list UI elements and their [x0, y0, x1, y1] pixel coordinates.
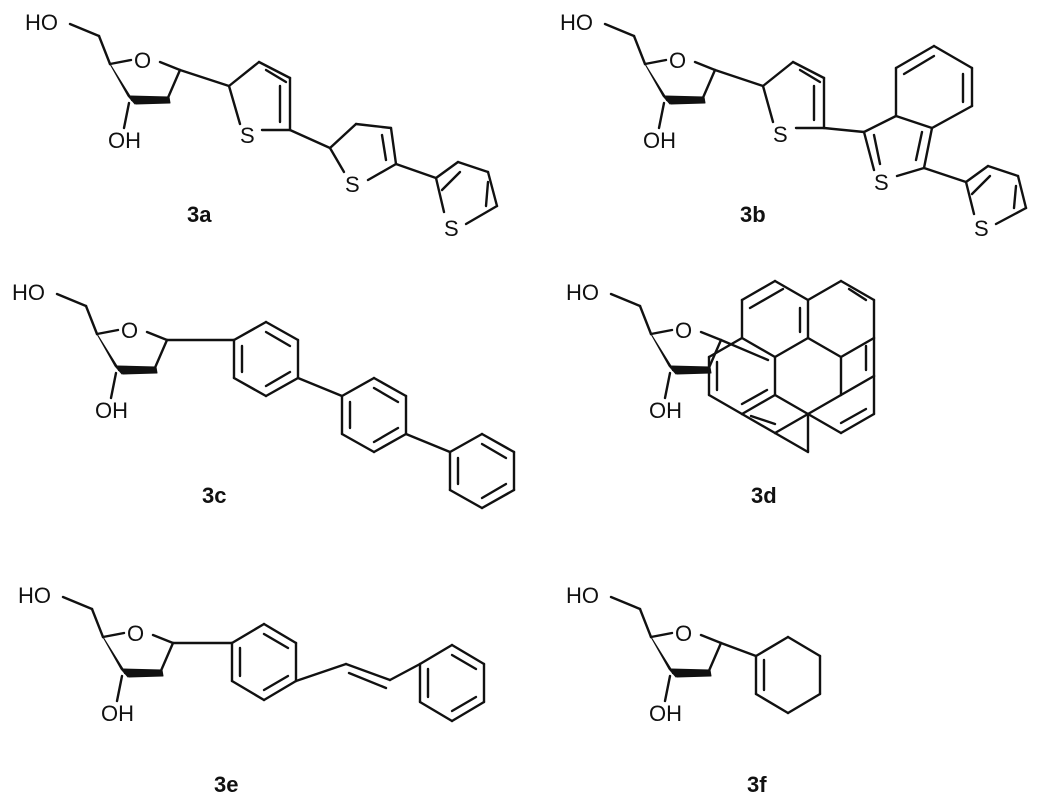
stilbene-3e	[230, 622, 486, 723]
sulfur-label: S	[345, 172, 360, 197]
ho-label: HO	[566, 583, 599, 608]
ho-label: HO	[566, 280, 599, 305]
sulfur-label: S	[240, 123, 255, 148]
ring-oxygen-label: O	[134, 48, 151, 73]
ring-oxygen-label: O	[669, 48, 686, 73]
sugar-3f: HO O OH	[566, 583, 758, 726]
oh-label: OH	[643, 128, 676, 153]
sulfur-label: S	[773, 122, 788, 147]
sugar-3b: HO O OH	[560, 10, 765, 153]
sugar-3d: HO O OH	[566, 280, 770, 423]
ho-label: HO	[18, 583, 51, 608]
ring-oxygen-label: O	[675, 621, 692, 646]
compound-label: 3d	[751, 483, 777, 508]
compound-label: 3b	[740, 202, 766, 227]
compound-3f: HO O OH 3f	[566, 583, 822, 797]
cyclohexene-3f	[754, 635, 822, 715]
sugar-3e: HO O OH	[18, 583, 234, 726]
compound-3c: HO O OH	[12, 280, 516, 510]
ring-oxygen-label: O	[121, 318, 138, 343]
pyrene-3d-bottom	[740, 374, 876, 435]
compound-3d: HO O OH	[566, 279, 876, 508]
sugar-3c: HO O OH	[12, 280, 236, 423]
oh-label: OH	[95, 398, 128, 423]
ring-oxygen-label: O	[675, 318, 692, 343]
compound-label: 3a	[187, 202, 212, 227]
benzothiophene-3b: S S	[761, 44, 1028, 241]
compound-3e: HO O OH	[18, 583, 486, 797]
compound-3b: HO O OH S	[560, 10, 1028, 241]
ho-label: HO	[560, 10, 593, 35]
terphenyl-3c	[232, 320, 516, 510]
compound-label: 3c	[202, 483, 226, 508]
oh-label: OH	[108, 128, 141, 153]
compound-label: 3e	[214, 772, 238, 797]
sugar-3a: HO O OH	[25, 10, 231, 153]
ring-oxygen-label: O	[127, 621, 144, 646]
sulfur-label: S	[974, 216, 989, 241]
ho-label: HO	[25, 10, 58, 35]
sulfur-label: S	[444, 216, 459, 241]
ho-label: HO	[12, 280, 45, 305]
oh-label: OH	[101, 701, 134, 726]
pyrene-3d	[707, 279, 876, 454]
compound-label: 3f	[747, 772, 767, 797]
oh-label: OH	[649, 398, 682, 423]
oh-label: OH	[649, 701, 682, 726]
terthiophene-3a: S S S	[227, 60, 499, 241]
sulfur-label: S	[874, 170, 889, 195]
compound-3a: HO O OH S	[25, 10, 499, 241]
